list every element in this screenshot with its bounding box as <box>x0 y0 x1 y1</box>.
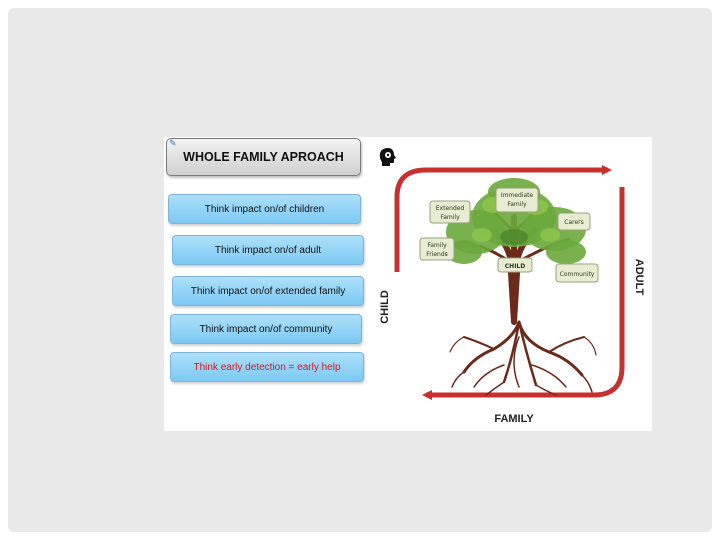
think-community-box: Think impact on/of community <box>170 314 362 344</box>
node-immediate-family-line1: Immediate <box>501 192 534 199</box>
node-community-text: Community <box>560 271 595 278</box>
think-extended-family-box: Think impact on/of extended family <box>172 276 364 306</box>
header-title: WHOLE FAMILY APROACH <box>183 150 344 164</box>
child-side-label: CHILD <box>379 290 391 324</box>
node-family-friends-line1: Family <box>427 242 447 249</box>
family-bottom-label: FAMILY <box>494 413 534 425</box>
tree-roots <box>449 320 597 396</box>
head-gear-icon <box>379 148 396 166</box>
node-family-friends-line2: Friends <box>426 251 448 258</box>
top-arrow <box>394 165 612 272</box>
node-child-text: CHILD <box>505 263 525 270</box>
node-carers: Carers <box>557 212 591 231</box>
node-child: CHILD <box>497 257 533 273</box>
node-family-friends: Family Friends <box>419 237 455 261</box>
adult-side-label: ADULT <box>633 259 645 296</box>
node-extended-family-line1: Extended <box>436 205 465 212</box>
node-extended-family: Extended Family <box>429 200 471 224</box>
bottom-arrow <box>422 187 625 400</box>
node-extended-family-line2: Family <box>440 214 460 221</box>
header-box: ✎ WHOLE FAMILY APROACH <box>166 138 361 176</box>
node-community: Community <box>555 263 599 283</box>
edit-icon: ✎ <box>169 138 177 148</box>
node-immediate-family: Immediate Family <box>495 187 539 213</box>
node-carers-text: Carers <box>564 219 584 226</box>
family-tree-diagram: CHILD ADULT FAMILY <box>379 165 645 425</box>
think-early-detection-box: Think early detection = early help <box>170 352 364 382</box>
whole-family-approach-figure: ✎ WHOLE FAMILY APROACH Think impact on/o… <box>164 137 652 431</box>
think-children-box: Think impact on/of children <box>168 194 361 224</box>
node-immediate-family-line2: Family <box>507 201 527 208</box>
think-adult-box: Think impact on/of adult <box>172 235 364 265</box>
